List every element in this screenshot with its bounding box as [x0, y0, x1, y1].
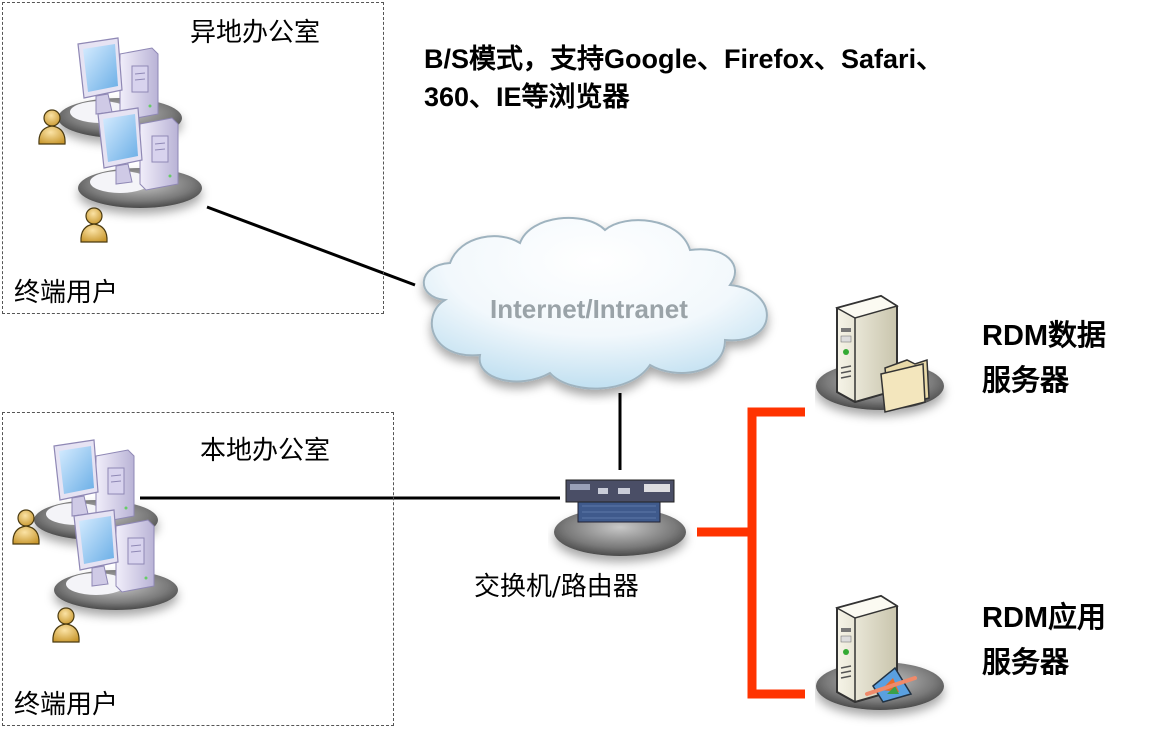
browser-note-line1: B/S模式，支持Google、Firefox、Safari、 — [424, 44, 944, 74]
user-icon — [80, 207, 108, 243]
user-icon — [52, 607, 80, 643]
local-workstations — [12, 438, 198, 643]
server-bus — [697, 407, 805, 699]
local-office-title: 本地办公室 — [200, 436, 331, 466]
remote-office-title: 异地办公室 — [190, 18, 321, 48]
app-server-label-line2: 服务器 — [982, 645, 1070, 679]
user-icon — [12, 509, 40, 545]
app-server-label-line1: RDM应用 — [982, 602, 1107, 634]
server-bus-bracket — [747, 407, 805, 699]
switch-router-icon — [554, 479, 686, 556]
folder-icon — [880, 358, 930, 413]
database-server-folder-icon — [815, 290, 955, 413]
switch-router-label: 交换机/路由器 — [474, 572, 639, 602]
data-server-label-line1: RDM数据 — [982, 320, 1107, 352]
data-server-label: RDM数据 服务器 — [982, 314, 1106, 402]
local-users-label: 终端用户 — [14, 690, 119, 720]
cloud-icon — [422, 217, 768, 390]
remote-office-link — [206, 205, 416, 287]
application-badge-icon — [865, 666, 917, 703]
browser-note-line2: 360、IE等浏览器 — [424, 82, 630, 112]
browser-support-note: B/S模式，支持Google、Firefox、Safari、 360、IE等浏览… — [424, 40, 943, 116]
remote-workstations — [38, 36, 220, 243]
cloud-label: Internet/Intranet — [490, 294, 688, 324]
app-server-label: RDM应用 服务器 — [982, 596, 1106, 684]
application-server-icon — [815, 590, 955, 735]
remote-office-box — [2, 2, 384, 314]
local-office-box — [2, 412, 394, 726]
data-server-label-line2: 服务器 — [982, 363, 1070, 397]
remote-users-label: 终端用户 — [14, 278, 119, 308]
